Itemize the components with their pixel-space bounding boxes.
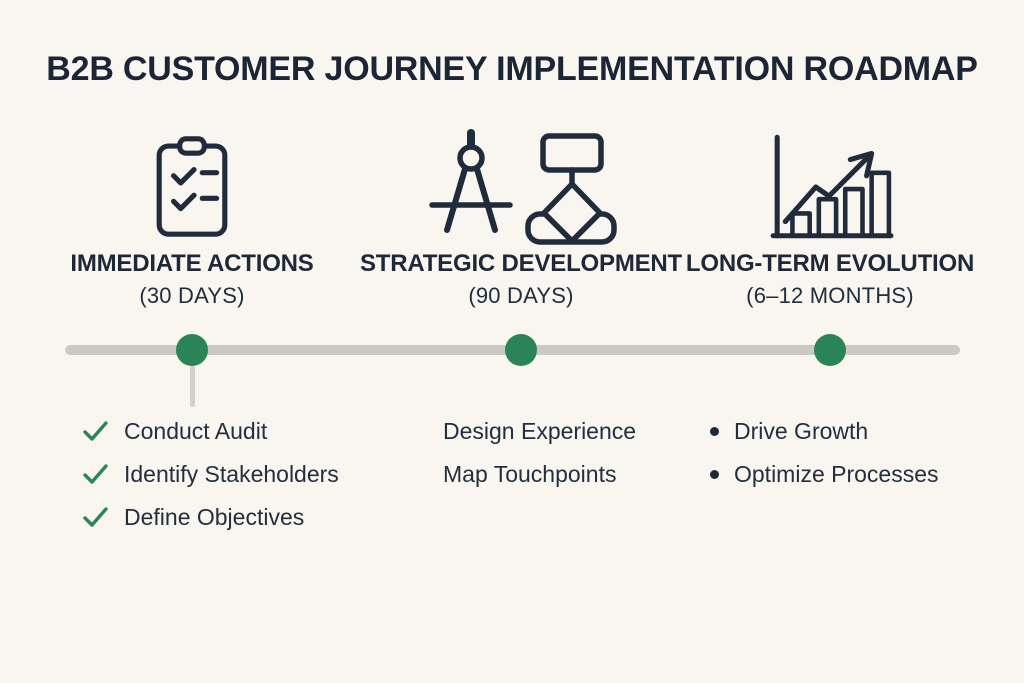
checklist-immediate-actions: Conduct Audit Identify Stakeholders Defi… — [82, 417, 339, 546]
list-item-label: Drive Growth — [734, 417, 869, 444]
phase-name: STRATEGIC DEVELOPMENT — [359, 250, 683, 277]
compass-flowchart-icon — [351, 126, 691, 248]
checklist-long-term-evolution: Drive Growth Optimize Processes — [710, 417, 939, 503]
timeline-connector — [190, 366, 195, 407]
timeline-dot-1 — [176, 334, 208, 366]
check-icon — [82, 420, 109, 442]
timeline-dot-2 — [505, 334, 537, 366]
list-item: Drive Growth — [710, 417, 939, 445]
list-item-label: Conduct Audit — [124, 417, 268, 444]
list-item-label: Identify Stakeholders — [124, 460, 339, 487]
phase-column-immediate-actions: IMMEDIATE ACTIONS (30 DAYS) — [22, 126, 362, 309]
list-item: Define Objectives — [82, 503, 339, 531]
list-item: Conduct Audit — [82, 417, 339, 445]
list-item-label: Design Experience — [443, 417, 637, 444]
list-item-label: Define Objectives — [124, 503, 305, 530]
growth-chart-icon — [660, 126, 1000, 248]
bullet-dot-icon — [710, 426, 719, 436]
bullet-dot-icon — [710, 469, 719, 479]
list-item: Design Experience — [443, 417, 636, 445]
phase-duration: (30 DAYS) — [139, 283, 245, 308]
phase-column-strategic-development: STRATEGIC DEVELOPMENT (90 DAYS) — [351, 126, 691, 309]
phase-column-long-term-evolution: LONG-TERM EVOLUTION (6–12 MONTHS) — [660, 126, 1000, 309]
clipboard-checklist-icon — [22, 126, 362, 248]
phase-duration: (90 DAYS) — [468, 283, 574, 308]
timeline-dot-3 — [814, 334, 846, 366]
list-item-label: Map Touchpoints — [443, 460, 617, 487]
list-item: Map Touchpoints — [443, 460, 636, 488]
phase-name: IMMEDIATE ACTIONS — [70, 250, 314, 277]
list-item-label: Optimize Processes — [734, 460, 939, 487]
list-item: Optimize Processes — [710, 460, 939, 488]
phase-duration: (6–12 MONTHS) — [746, 283, 914, 308]
checklist-strategic-development: Design Experience Map Touchpoints — [443, 417, 636, 503]
phase-name: LONG-TERM EVOLUTION — [685, 250, 975, 277]
check-icon — [82, 506, 109, 528]
page-title: B2B CUSTOMER JOURNEY IMPLEMENTATION ROAD… — [46, 50, 978, 88]
list-item: Identify Stakeholders — [82, 460, 339, 488]
check-icon — [82, 463, 109, 485]
